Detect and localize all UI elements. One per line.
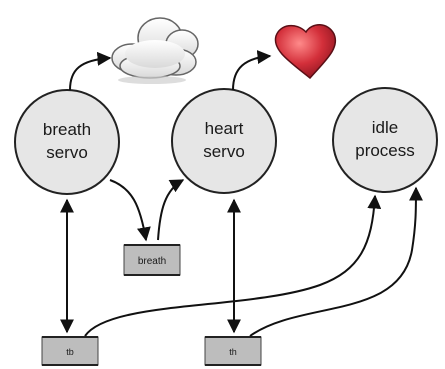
queue-tb: tb [41, 336, 99, 366]
heart-servo-label-line2: servo [203, 142, 245, 161]
breath-servo-label-line1: breath [43, 120, 91, 139]
queue-th-label: th [229, 347, 237, 357]
breath-servo-label-line2: servo [46, 143, 88, 162]
queue-tb-label: tb [66, 347, 74, 357]
arrows [60, 50, 423, 337]
arrow-breath-to-cloud [69, 51, 112, 91]
heart-servo-label-line1: heart [205, 119, 244, 138]
heart-icon [274, 24, 337, 80]
arrow-tb-to-idle [84, 194, 382, 337]
arrow-breath-servo-to-queue [109, 179, 151, 242]
idle-process-label-line2: process [355, 141, 415, 160]
arrow-heart-servo-to-heart [232, 50, 272, 91]
idle-process-label-line1: idle [372, 118, 398, 137]
queue-th: th [204, 336, 262, 366]
heart-servo-node: heart servo [171, 88, 277, 194]
arrow-queue-to-heart-servo [157, 179, 185, 241]
arrow-th-to-idle [249, 186, 423, 337]
queue-breath-label: breath [138, 256, 166, 267]
queue-breath: breath [123, 244, 181, 276]
idle-process-node: idle process [332, 87, 438, 193]
cloud-icon [111, 17, 199, 84]
breath-servo-node: breath servo [14, 89, 120, 195]
